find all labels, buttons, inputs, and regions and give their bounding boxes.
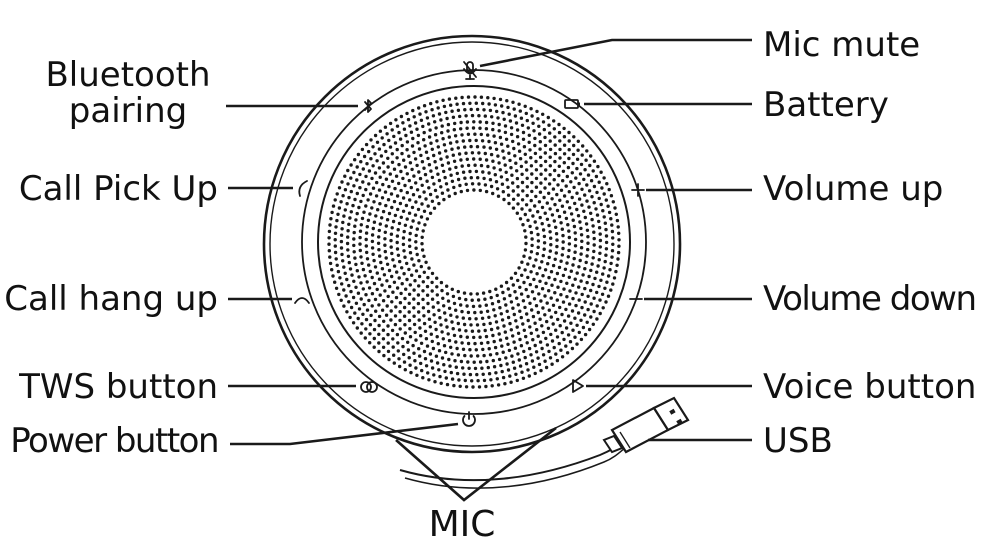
label-volume-up: Volume up — [763, 169, 943, 209]
label-power-button: Power button — [10, 421, 218, 461]
label-tws-button: TWS button — [18, 367, 218, 407]
label-bluetooth-line2: pairing — [69, 91, 187, 131]
label-battery: Battery — [763, 85, 889, 125]
device-outer-ring-inner-edge — [269, 41, 675, 447]
leader-mic-mute — [479, 38, 752, 68]
tws-link-icon[interactable] — [360, 381, 378, 393]
label-call-hang-up: Call hang up — [4, 279, 218, 319]
play-triangle-icon[interactable] — [572, 379, 584, 393]
label-volume-down: Volume down — [763, 279, 976, 319]
grille-center-disc — [428, 196, 520, 288]
phone-hangup-icon[interactable] — [294, 297, 310, 304]
battery-icon[interactable] — [564, 99, 580, 109]
label-voice-button: Voice button — [763, 367, 976, 407]
leader-lines — [226, 38, 752, 502]
device-button-ring — [301, 69, 647, 415]
usb-connector-icon — [602, 396, 690, 454]
label-bluetooth-line1: Bluetooth — [45, 55, 210, 95]
device-grille-rim — [317, 85, 631, 399]
bluetooth-icon[interactable] — [364, 99, 372, 113]
leader-power-button — [230, 422, 459, 446]
label-mic-mute: Mic mute — [763, 25, 920, 65]
power-icon[interactable] — [462, 411, 476, 427]
label-call-pick-up: Call Pick Up — [19, 169, 218, 209]
label-usb: USB — [763, 421, 833, 461]
speaker-grille — [327, 95, 621, 389]
mic-mute-icon[interactable] — [463, 61, 477, 80]
leader-mic — [395, 426, 557, 502]
plus-icon[interactable] — [631, 183, 645, 197]
speaker-device — [262, 34, 682, 454]
phone-pickup-icon[interactable] — [298, 180, 308, 197]
usb-cable-inner — [404, 446, 627, 489]
label-mic: MIC — [429, 504, 496, 545]
